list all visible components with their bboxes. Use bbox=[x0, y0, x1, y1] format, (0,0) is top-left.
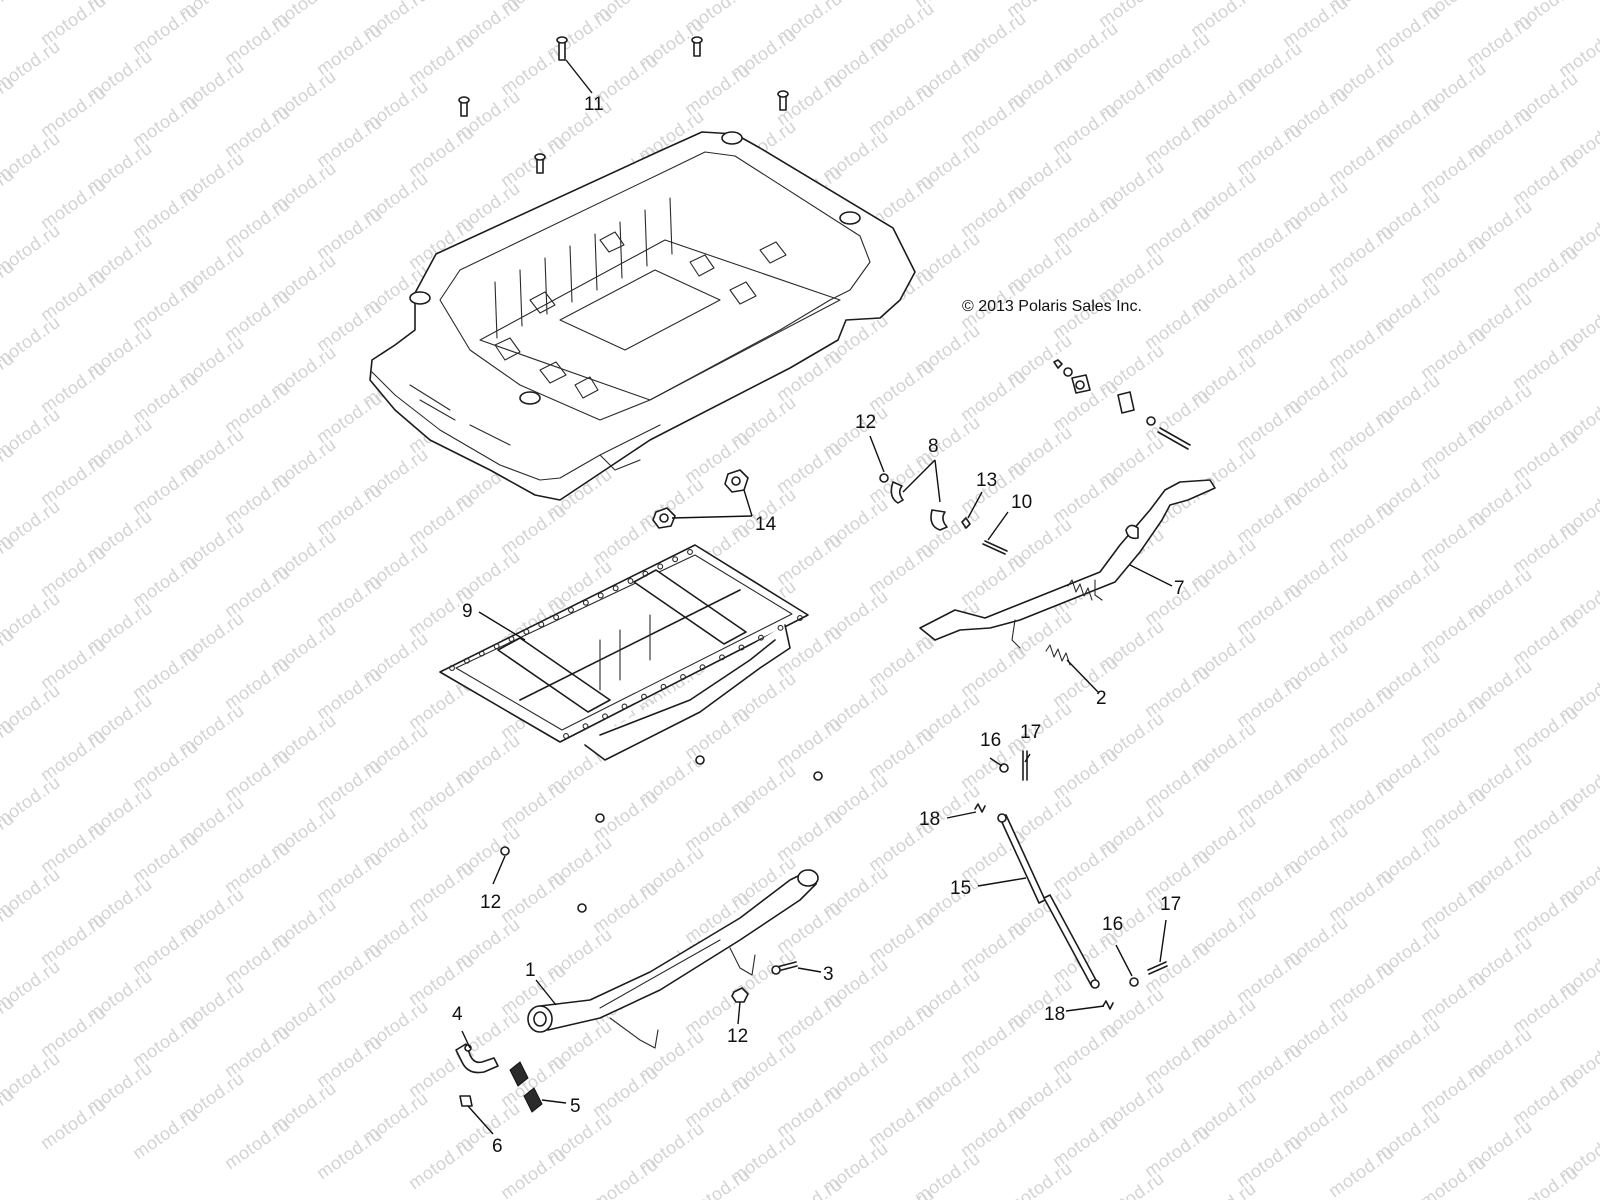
callout-16-bot: 16 bbox=[1102, 914, 1123, 935]
frame-hole bbox=[493, 643, 500, 650]
frame-hole bbox=[758, 634, 764, 641]
cargo-box bbox=[369, 131, 916, 501]
watermark-text: motod.ru bbox=[681, 1164, 754, 1200]
frame-hole bbox=[687, 549, 693, 555]
callout-1: 1 bbox=[525, 960, 536, 981]
frame-holes bbox=[449, 549, 803, 739]
frame-hole bbox=[582, 723, 589, 730]
screw-6 bbox=[459, 1095, 473, 1107]
frame-hole bbox=[699, 664, 706, 671]
frame-hole bbox=[478, 650, 485, 657]
callout-12-mid: 12 bbox=[480, 892, 501, 913]
spring-group-2 bbox=[1045, 579, 1093, 666]
callout-labels: 11 12 8 13 10 14 7 9 2 16 17 18 15 12 17… bbox=[452, 94, 1185, 1157]
frame-hole bbox=[582, 599, 589, 606]
watermark-text: motod.ru bbox=[313, 1124, 386, 1183]
frame-hole bbox=[738, 644, 745, 651]
frame-hole bbox=[777, 624, 784, 631]
watermark-text: motod.ru bbox=[1003, 1158, 1076, 1200]
watermark-text: motod.ru bbox=[221, 1114, 294, 1173]
frame-hole bbox=[568, 607, 574, 613]
watermark-text: motod.ru bbox=[773, 1174, 846, 1200]
watermark-text: motod.ru bbox=[497, 1144, 570, 1200]
callout-8: 8 bbox=[928, 436, 939, 457]
box-support-frame bbox=[439, 544, 809, 761]
callout-5: 5 bbox=[570, 1096, 581, 1117]
nut-pivot bbox=[731, 987, 749, 1003]
watermark-text: motod.ru bbox=[1095, 1168, 1168, 1200]
callout-11: 11 bbox=[584, 94, 604, 115]
frame-hole bbox=[641, 693, 647, 700]
watermark-text: motod.ru bbox=[1555, 22, 1600, 81]
bracket-group-8 bbox=[879, 473, 1008, 555]
frame-hole bbox=[719, 654, 725, 661]
watermark-text: motod.ru bbox=[37, 1094, 110, 1153]
frame-nuts bbox=[500, 755, 823, 913]
frame-hole bbox=[602, 713, 608, 720]
nut-group-14 bbox=[652, 469, 749, 529]
frame-hole bbox=[553, 614, 560, 621]
bumper-group bbox=[1053, 359, 1191, 450]
watermark-text: motod.ru bbox=[405, 1134, 478, 1193]
latch-bar bbox=[919, 479, 1216, 649]
callout-16-top: 16 bbox=[980, 730, 1001, 751]
watermark-text: motod.ru bbox=[1417, 1152, 1490, 1200]
gas-strut bbox=[997, 813, 1100, 989]
callout-3: 3 bbox=[823, 964, 834, 985]
callout-18-bot: 18 bbox=[1044, 1004, 1065, 1025]
callout-17-top: 17 bbox=[1020, 722, 1041, 743]
pivot-tube bbox=[527, 869, 819, 1049]
frame-hole bbox=[449, 665, 455, 671]
callout-15: 15 bbox=[950, 878, 971, 899]
frame-hole bbox=[523, 628, 530, 635]
spring-group-5 bbox=[509, 1061, 543, 1113]
frame-hole bbox=[672, 556, 679, 563]
strut-hardware-lower bbox=[1102, 961, 1168, 1010]
watermark-text: motod.ru bbox=[865, 1184, 938, 1200]
callout-18-top: 18 bbox=[919, 809, 940, 830]
callout-12-bot: 12 bbox=[727, 1026, 748, 1047]
callout-14: 14 bbox=[755, 514, 777, 535]
frame-hole bbox=[597, 592, 604, 599]
callout-2: 2 bbox=[1096, 688, 1107, 709]
frame-hole bbox=[797, 615, 803, 621]
callout-4: 4 bbox=[452, 1004, 463, 1025]
frame-hole bbox=[508, 636, 515, 642]
watermark-text: motod.ru bbox=[589, 1154, 662, 1200]
frame-hole bbox=[680, 674, 686, 680]
frame-hole bbox=[612, 585, 619, 592]
frame-hole bbox=[642, 570, 649, 577]
callout-7: 7 bbox=[1174, 578, 1185, 599]
callout-10: 10 bbox=[1011, 492, 1032, 513]
watermark-text: motod.ru bbox=[1509, 1162, 1582, 1200]
frame-hole bbox=[627, 578, 634, 584]
callout-9: 9 bbox=[462, 601, 473, 622]
callout-13: 13 bbox=[976, 470, 997, 491]
watermark-text: motod.ru bbox=[0, 0, 18, 39]
copyright-notice: © 2013 Polaris Sales Inc. bbox=[962, 298, 1142, 315]
callout-6: 6 bbox=[492, 1136, 503, 1157]
watermark-text: motod.ru bbox=[1325, 1142, 1398, 1200]
frame-hole bbox=[621, 703, 628, 710]
frame-hole bbox=[538, 621, 545, 628]
bolt-3 bbox=[771, 961, 798, 975]
watermark-text: motod.ru bbox=[1187, 1178, 1260, 1200]
frame-hole bbox=[463, 657, 470, 664]
frame-hole bbox=[660, 683, 667, 690]
frame-hole bbox=[657, 563, 664, 570]
watermark-text: motod.ru bbox=[129, 1104, 202, 1163]
callout-17-bot: 17 bbox=[1160, 894, 1181, 915]
leader-lines bbox=[461, 59, 1173, 1135]
callout-12-top: 12 bbox=[855, 412, 876, 433]
screw-group-11 bbox=[458, 36, 789, 174]
frame-hole bbox=[563, 733, 569, 739]
